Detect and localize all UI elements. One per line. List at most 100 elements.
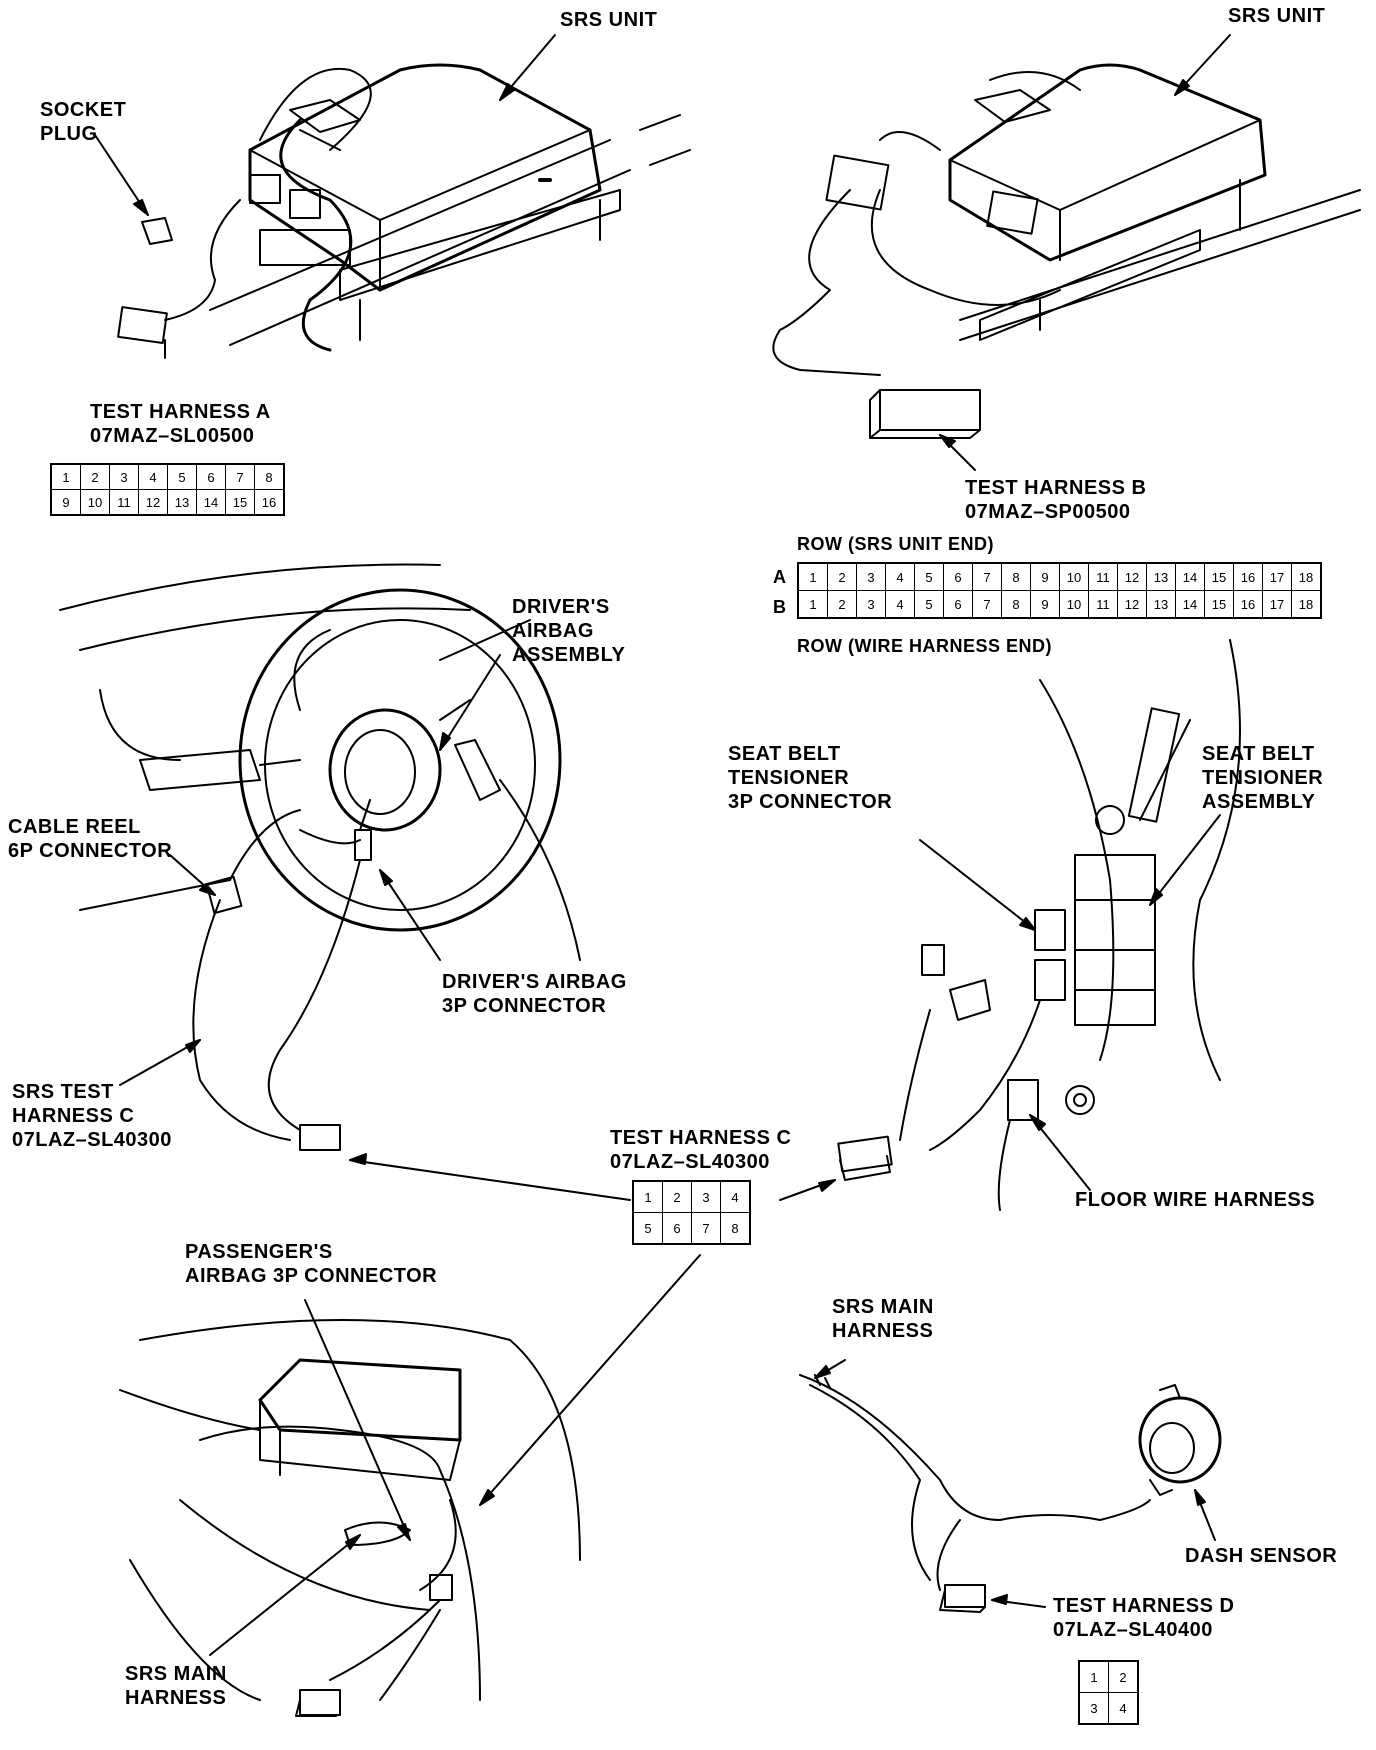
seat-belt-connector-leader — [919, 839, 1036, 931]
label-socket-plug: SOCKET PLUG — [40, 99, 127, 145]
label-test-harness-d: TEST HARNESS D 07LAZ–SL40400 — [1053, 1595, 1235, 1641]
pin-cell: 15 — [1204, 562, 1234, 591]
pin-cell: 6 — [943, 562, 973, 591]
pin-cell: 2 — [1108, 1660, 1139, 1693]
pin-cell: 3 — [109, 463, 139, 490]
pin-cell: 18 — [1291, 562, 1322, 591]
pin-cell: 14 — [1175, 562, 1205, 591]
seat-belt-assembly-leader — [1149, 814, 1221, 906]
pin-cell: 5 — [632, 1212, 663, 1245]
pin-cell: 3 — [691, 1180, 721, 1213]
srs-unit-a-illustration — [117, 63, 691, 352]
pin-cell: 9 — [1030, 590, 1060, 619]
drivers-connector-leader — [379, 869, 441, 961]
pin-cell: 11 — [109, 489, 139, 516]
pin-cell: 8 — [1001, 562, 1031, 591]
drivers-airbag-leader — [439, 654, 501, 751]
label-passenger-connector: PASSENGER'S AIRBAG 3P CONNECTOR — [185, 1241, 438, 1287]
pin-cell: 7 — [691, 1212, 721, 1245]
pin-cell: 10 — [1059, 562, 1089, 591]
pin-cell: 10 — [80, 489, 110, 516]
pin-cell: 14 — [196, 489, 226, 516]
label-srs-main-harness-right: SRS MAIN HARNESS — [832, 1296, 934, 1342]
label-test-harness-a: TEST HARNESS A 07MAZ–SL00500 — [90, 401, 271, 447]
pin-cell: 16 — [1233, 562, 1263, 591]
label-srs-unit-a: SRS UNIT — [560, 9, 658, 31]
pin-cell: 5 — [167, 463, 197, 490]
srs-main-harness-left-leader — [209, 1534, 361, 1656]
pin-cell: 4 — [1108, 1692, 1139, 1725]
pin-cell: 12 — [1117, 562, 1147, 591]
seat-belt-illustration — [837, 639, 1241, 1211]
pin-cell: 17 — [1262, 562, 1292, 591]
pin-cell: 4 — [885, 562, 915, 591]
pin-cell: 6 — [662, 1212, 692, 1245]
pin-cell: 16 — [1233, 590, 1263, 619]
pin-cell: 4 — [720, 1180, 751, 1213]
pin-cell: 6 — [196, 463, 226, 490]
label-seat-belt-connector: SEAT BELT TENSIONER 3P CONNECTOR — [728, 743, 893, 813]
pin-cell: 14 — [1175, 590, 1205, 619]
pin-cell: 3 — [856, 562, 886, 591]
pin-cell: 7 — [972, 562, 1002, 591]
pin-cell: 2 — [827, 590, 857, 619]
pin-cell: 5 — [914, 562, 944, 591]
pin-cell: 12 — [138, 489, 168, 516]
label-dash-sensor: DASH SENSOR — [1185, 1545, 1338, 1567]
label-test-harness-b: TEST HARNESS B 07MAZ–SP00500 — [965, 477, 1147, 523]
pin-cell: 15 — [225, 489, 255, 516]
pin-cell: 17 — [1262, 590, 1292, 619]
passenger-airbag-illustration — [119, 1319, 581, 1717]
pin-cell: 5 — [914, 590, 944, 619]
label-cable-reel: CABLE REEL 6P CONNECTOR — [8, 816, 173, 862]
label-seat-belt-assembly: SEAT BELT TENSIONER ASSEMBLY — [1202, 743, 1324, 813]
row-label-b: B — [773, 597, 786, 617]
passenger-connector-leader — [304, 1299, 411, 1541]
srs-unit-b-illustration — [772, 63, 1361, 439]
pin-cell: 8 — [1001, 590, 1031, 619]
dash-sensor-illustration — [799, 1374, 1222, 1613]
label-test-harness-c: TEST HARNESS C 07LAZ–SL40300 — [610, 1127, 792, 1173]
pin-cell: 2 — [662, 1180, 692, 1213]
pin-cell: 13 — [1146, 590, 1176, 619]
pin-cell: 1 — [632, 1180, 663, 1213]
pin-cell: 7 — [225, 463, 255, 490]
pin-cell: 11 — [1088, 590, 1118, 619]
pin-cell: 2 — [827, 562, 857, 591]
row-label-a: A — [773, 567, 786, 587]
label-srs-main-harness-left: SRS MAIN HARNESS — [125, 1663, 227, 1709]
pin-cell: 1 — [50, 463, 81, 490]
pin-cell: 10 — [1059, 590, 1089, 619]
label-drivers-airbag-assembly: DRIVER'S AIRBAG ASSEMBLY — [512, 596, 626, 666]
pin-cell: 1 — [1078, 1660, 1109, 1693]
pin-cell: 13 — [1146, 562, 1176, 591]
pin-cell: 4 — [885, 590, 915, 619]
pin-cell: 15 — [1204, 590, 1234, 619]
test-harness-c-arrow-down — [479, 1254, 701, 1506]
label-srs-unit-b: SRS UNIT — [1228, 5, 1326, 27]
pin-cell: 4 — [138, 463, 168, 490]
pin-cell: 3 — [1078, 1692, 1109, 1725]
label-srs-test-harness-c: SRS TEST HARNESS C 07LAZ–SL40300 — [12, 1081, 172, 1151]
pin-cell: 2 — [80, 463, 110, 490]
pin-cell: 18 — [1291, 590, 1322, 619]
pin-cell: 16 — [254, 489, 285, 516]
label-drivers-airbag-connector: DRIVER'S AIRBAG 3P CONNECTOR — [442, 971, 627, 1017]
pin-cell: 8 — [720, 1212, 751, 1245]
pin-cell: 1 — [797, 562, 828, 591]
steering-wheel-illustration — [59, 563, 581, 1151]
pin-cell: 9 — [1030, 562, 1060, 591]
pin-cell: 8 — [254, 463, 285, 490]
